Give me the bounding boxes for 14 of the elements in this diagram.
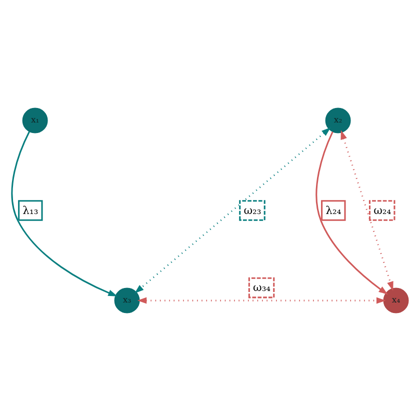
node-circle: x₃: [114, 287, 140, 313]
arrow: [134, 126, 331, 293]
arrow: [11, 130, 118, 296]
node-circle: x₄: [383, 287, 409, 313]
arrow: [340, 130, 394, 290]
arrow: [137, 296, 386, 304]
edge-label: ω₃₄: [253, 280, 271, 294]
edge-label: ω₂₄: [374, 203, 392, 216]
edge-label: ω₂₃: [244, 203, 262, 216]
arrow: [316, 131, 388, 294]
edge-label: λ₁₃: [22, 203, 38, 216]
node-circle: x₂: [325, 107, 351, 133]
edge-label: λ₂₄: [326, 203, 342, 216]
node-circle: x₁: [22, 107, 48, 133]
